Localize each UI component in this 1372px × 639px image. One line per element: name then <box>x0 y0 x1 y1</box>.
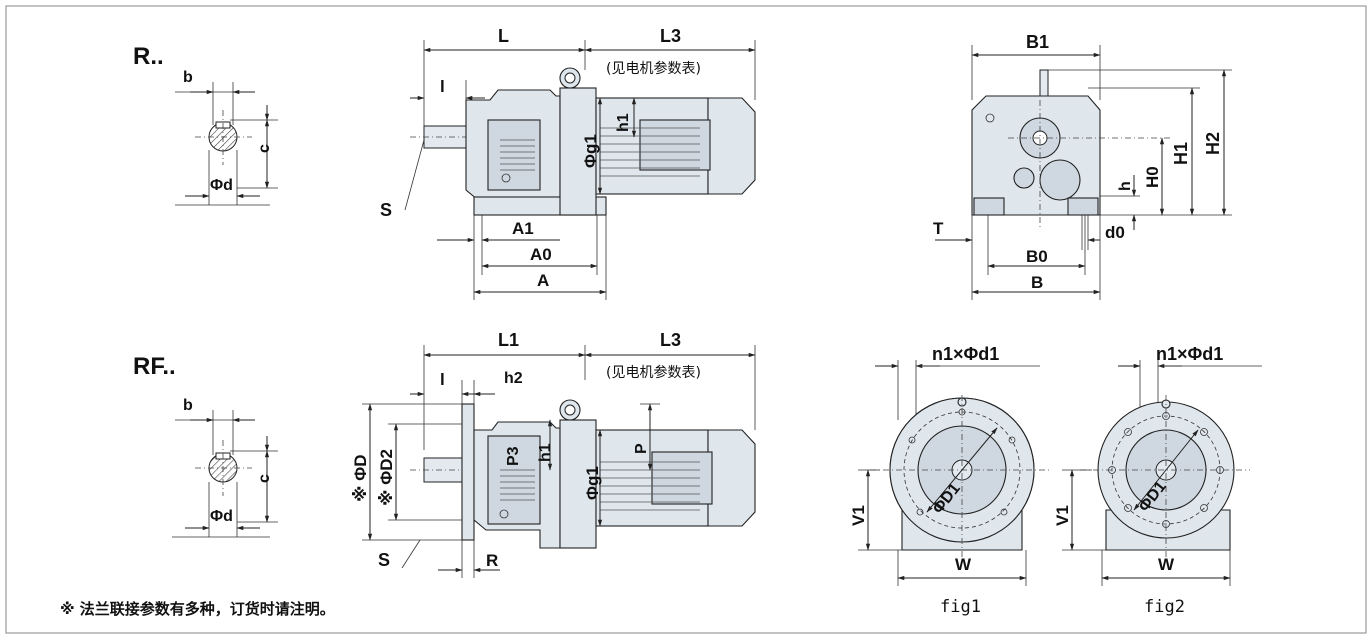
fig1-V1-label: V1 <box>849 505 868 526</box>
motor-note-r: (见电机参数表) <box>606 60 701 77</box>
dim-R: R <box>486 551 498 570</box>
fig1-W-label: W <box>955 555 972 574</box>
dim-T: T <box>933 219 944 238</box>
shaft-diameter-label-r: Φd <box>210 177 233 194</box>
dim-D: ※ ΦD <box>351 455 370 502</box>
dim-B: B <box>1031 273 1043 292</box>
dim-h1-r: h1 <box>615 113 632 132</box>
dim-B1: B1 <box>1026 32 1049 52</box>
rf-shaft-section: RF.. b c Φd <box>133 353 278 538</box>
fig2-V1-label: V1 <box>1053 505 1072 526</box>
outer-border <box>5 5 1367 634</box>
key-width-label-rf: b <box>183 397 193 414</box>
dim-A1: A1 <box>512 219 534 238</box>
dim-L3-r: L3 <box>660 26 681 46</box>
r-end-view: B1 H2 H1 H0 h T d0 <box>933 32 1232 300</box>
dim-S-rf: S <box>378 550 390 570</box>
dim-A0: A0 <box>530 245 552 264</box>
flange-view-fig2: n1×Φd1 ΦD1 V1 W fig2 <box>1053 344 1262 617</box>
shaft-diameter-label-rf: Φd <box>210 508 233 525</box>
dim-P3: P3 <box>505 446 522 466</box>
dim-A: A <box>537 271 549 290</box>
fig1-n1d1-label: n1×Φd1 <box>932 344 999 364</box>
dim-H0: H0 <box>1143 166 1162 188</box>
key-width-label-r: b <box>183 69 193 86</box>
motor-note-rf: (见电机参数表) <box>606 364 701 381</box>
dim-d0: d0 <box>1105 223 1125 242</box>
rf-side-view: L1 L3 (见电机参数表) l h2 ※ ΦD ※ ΦD2 P3 <box>351 330 756 578</box>
dim-h1-rf: h1 <box>537 443 554 462</box>
motor-adapter-r <box>559 87 597 216</box>
dim-L3-rf: L3 <box>660 330 681 350</box>
dim-D2: ※ ΦD2 <box>377 449 396 506</box>
dim-g1-rf: Φg1 <box>583 466 602 500</box>
dim-g1-r: Φg1 <box>581 134 600 168</box>
dim-l-rf: l <box>440 370 445 389</box>
fig2-W-label: W <box>1158 555 1175 574</box>
dim-L1: L1 <box>498 330 519 350</box>
model-label-rf: RF.. <box>133 353 176 380</box>
key-height-label-r: c <box>256 144 273 153</box>
fig2-n1d1-label: n1×Φd1 <box>1156 344 1223 364</box>
dim-P: P <box>633 443 650 454</box>
model-label-r: R.. <box>133 43 164 70</box>
r-side-view: L L3 (见电机参数表) l <box>380 26 756 300</box>
fig1-caption: fig1 <box>940 597 981 617</box>
dim-H2: H2 <box>1203 132 1223 155</box>
dim-S-r: S <box>380 200 392 220</box>
dim-h2: h2 <box>504 370 523 387</box>
footnote: ※ 法兰联接参数有多种，订货时请注明。 <box>60 600 335 618</box>
dim-h-end: h <box>1117 181 1134 191</box>
output-flange <box>461 403 475 541</box>
fig2-caption: fig2 <box>1144 597 1185 617</box>
dim-B0: B0 <box>1026 247 1048 266</box>
dim-L: L <box>498 26 509 46</box>
motor-adapter-rf <box>559 419 597 549</box>
key-height-label-rf: c <box>256 474 273 483</box>
dim-l-r: l <box>440 77 445 96</box>
dim-H1: H1 <box>1171 142 1191 165</box>
flange-view-fig1: n1×Φd1 ΦD1 V1 W fig1 <box>849 344 1050 617</box>
r-shaft-section: R.. b c Φd <box>133 43 278 206</box>
